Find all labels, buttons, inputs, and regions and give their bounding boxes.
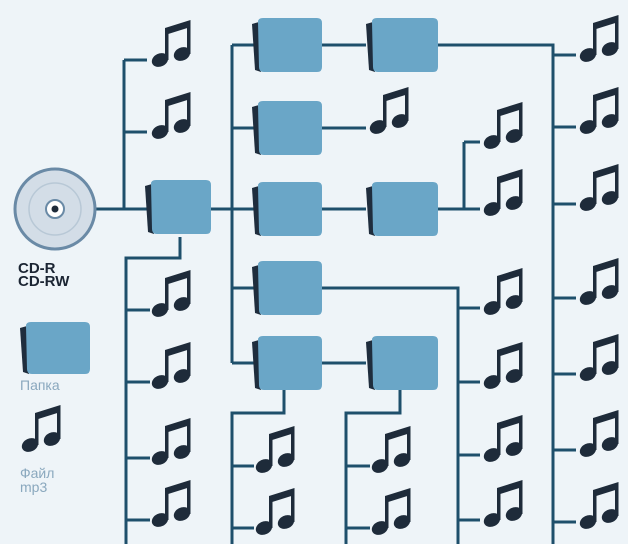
folder-icon	[252, 182, 322, 236]
music-note-icon	[483, 480, 523, 527]
folder-icon	[252, 101, 322, 155]
music-note-icon	[151, 342, 191, 389]
music-note-icon	[579, 164, 619, 211]
music-note-icon	[579, 482, 619, 529]
connector-line	[124, 237, 182, 544]
music-note-icon	[151, 92, 191, 139]
disc-label-line: CD-RW	[18, 273, 70, 290]
music-note-icon	[151, 270, 191, 317]
music-note-icon	[151, 480, 191, 527]
folder-icon	[20, 322, 90, 374]
music-note-icon	[483, 268, 523, 315]
music-note-icon	[483, 169, 523, 216]
cd-disc-icon	[13, 167, 97, 251]
music-note-icon	[483, 102, 523, 149]
folder-icon	[252, 18, 322, 72]
music-note-icon	[255, 488, 295, 535]
music-note-icon	[579, 410, 619, 457]
legend-folder-label: Папка	[20, 377, 60, 393]
folder-icon	[252, 336, 322, 390]
music-note-icon	[579, 334, 619, 381]
disc-label: CD-R CD-RW	[18, 260, 98, 290]
connector-line	[438, 43, 555, 544]
connector-line	[230, 390, 286, 544]
legend-file-label-line: Файл	[20, 465, 55, 481]
music-note-icon	[151, 418, 191, 465]
music-note-icon	[151, 20, 191, 67]
music-note-icon	[371, 426, 411, 473]
music-note-icon	[369, 87, 409, 134]
music-note-icon	[579, 87, 619, 134]
folder-icon	[366, 182, 438, 236]
legend-file-label: Файл mp3	[20, 466, 100, 494]
music-note-icon	[483, 342, 523, 389]
music-note-icon	[255, 426, 295, 473]
music-note-icon	[21, 405, 61, 452]
legend-file-label-line: mp3	[20, 479, 48, 495]
folder-icon	[366, 18, 438, 72]
folder-icon	[145, 180, 211, 234]
disc-label-line: CD-R	[18, 260, 56, 277]
connector-line	[344, 390, 402, 544]
music-note-icon	[371, 488, 411, 535]
music-note-icon	[483, 415, 523, 462]
music-note-icon	[579, 15, 619, 62]
music-note-icon	[579, 258, 619, 305]
folder-icon	[366, 336, 438, 390]
connector-line	[322, 286, 460, 544]
folder-icon	[252, 261, 322, 315]
